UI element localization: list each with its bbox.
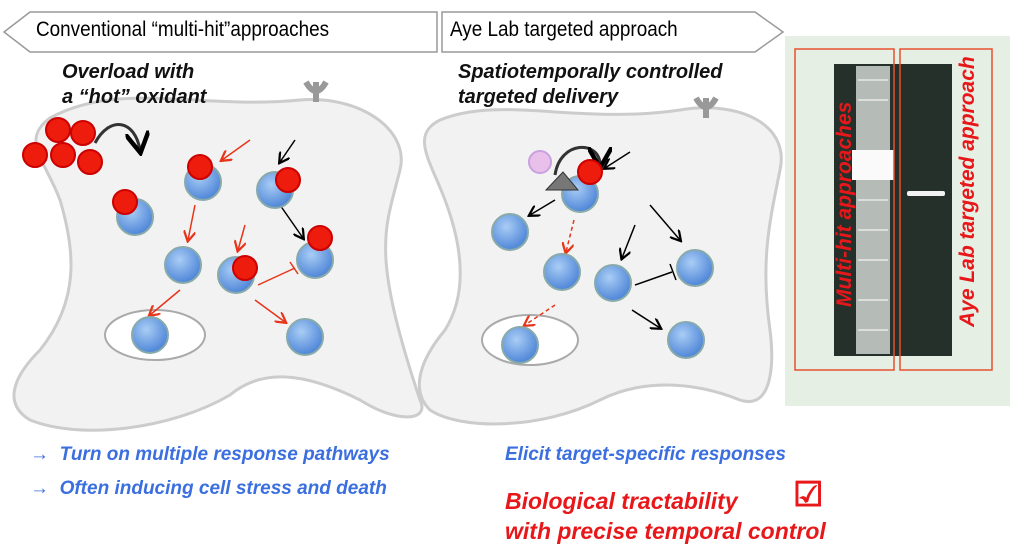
oxidant-dot [187,154,213,180]
caption-line: Spatiotemporally controlled [458,61,723,83]
gel-right-lane-label: Aye Lab targeted approach [956,56,979,327]
checkbox-icon: ☑ [793,476,824,514]
bullet-left-2: → Often inducing cell stress and death [30,478,387,500]
right-caption: Spatiotemporally controlled targeted deli… [458,60,722,110]
oxidant-dot [22,142,48,168]
photocage-icon [528,150,552,174]
highlight-line-2: with precise temporal control [505,518,826,544]
protein-node [543,253,581,291]
receptor-icon [303,80,329,102]
oxidant-dot [50,142,76,168]
oxidant-dot [275,167,301,193]
header-right-label: Aye Lab targeted approach [450,18,678,41]
cell-left [12,96,424,432]
oxidant-dot [307,225,333,251]
oxidant-dot [112,189,138,215]
protein-node [676,249,714,287]
bullet-text: Often inducing cell stress and death [59,478,387,499]
header-left-arrow [2,11,438,53]
left-caption: Overload with a “hot” oxidant [62,60,206,110]
gel-single-band [907,191,945,196]
oxidant-dot [232,255,258,281]
triangle-anchor-icon [544,171,580,191]
right-point: Elicit target-specific responses [505,444,786,465]
caption-line: a “hot” oxidant [62,86,207,108]
protein-node [501,326,539,364]
bullet-text: Turn on multiple response pathways [59,444,390,465]
gel-right-box [899,48,993,371]
oxidant-dot [45,117,71,143]
gel-image [834,64,952,356]
header-left-label: Conventional “multi-hit”approaches [36,18,330,41]
highlight-line-1: Biological tractability [505,488,738,514]
caption-line: targeted delivery [458,86,619,108]
oxidant-dot [577,159,603,185]
curved-arrow-icon [553,145,600,176]
arrow-icon: → [30,478,49,499]
receptor-icon [693,96,719,118]
protein-node [131,316,169,354]
curved-arrow-icon [93,123,140,150]
protein-node [491,213,529,251]
protein-node [667,321,705,359]
arrow-icon: → [30,444,49,465]
gel-left-box [794,48,895,371]
cell-right [417,106,783,426]
protein-node [164,246,202,284]
protein-node [286,318,324,356]
caption-line: Overload with [62,61,195,83]
bullet-left-1: → Turn on multiple response pathways [30,444,390,466]
oxidant-dot [77,149,103,175]
header-right-arrow [441,11,785,53]
oxidant-dot [70,120,96,146]
protein-node [594,264,632,302]
